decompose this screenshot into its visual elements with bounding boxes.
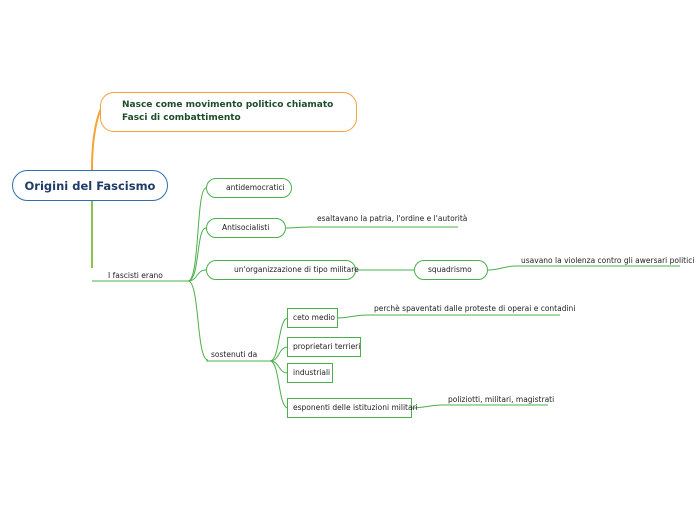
movement-topic-text: Nasce come movimento politico chiamato F…	[122, 99, 352, 125]
note-ceto-medio[interactable]: perchè spaventati dalle proteste di oper…	[374, 304, 576, 313]
note-antisocialisti[interactable]: esaltavano la patria, l'ordine e l'autor…	[317, 214, 468, 223]
node-ceto-medio: ceto medio	[293, 313, 336, 322]
node-industriali-box[interactable]	[287, 363, 333, 383]
node-squadrismo-pill[interactable]	[414, 260, 488, 280]
node-ceto-medio-box[interactable]	[287, 308, 338, 328]
movement-topic-node[interactable]: Nasce come movimento politico chiamato F…	[100, 92, 357, 132]
note-squadrismo[interactable]: usavano la violenza contro gli awersari …	[521, 256, 695, 265]
node-squadrismo: squadrismo	[428, 265, 472, 274]
root-node[interactable]: Origini del Fascismo	[12, 170, 168, 201]
node-industriali: industriali	[293, 368, 331, 377]
node-esponenti: esponenti delle istituzioni militari	[293, 403, 418, 412]
node-esponenti-box[interactable]	[287, 398, 412, 418]
movement-topic-line2: Fasci di combattimento	[122, 113, 241, 123]
node-antisocialisti-pill[interactable]	[206, 218, 286, 238]
node-antidemocratici: antidemocratici	[226, 183, 285, 192]
note-esponenti[interactable]: poliziotti, militari, magistrati	[448, 395, 555, 404]
movement-topic-line1: Nasce come movimento politico chiamato	[122, 100, 334, 110]
node-organizzazione: un'organizzazione di tipo militare	[234, 265, 359, 274]
node-sostenuti-da[interactable]: sostenuti da	[211, 350, 258, 359]
node-organizzazione-pill[interactable]	[206, 260, 356, 280]
node-antidemocratici-pill[interactable]	[206, 178, 292, 198]
node-proprietari: proprietari terrieri	[293, 342, 361, 351]
node-proprietari-box[interactable]	[287, 337, 361, 357]
branch-fascisti-erano[interactable]: I fascisti erano	[108, 271, 163, 280]
node-antisocialisti: Antisocialisti	[222, 223, 270, 232]
